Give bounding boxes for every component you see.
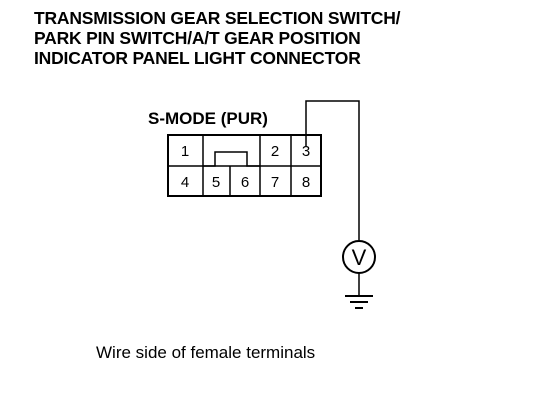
caption: Wire side of female terminals [96, 343, 316, 362]
terminal-2: 2 [271, 143, 279, 160]
title-line-1: TRANSMISSION GEAR SELECTION SWITCH/ [34, 8, 401, 28]
connector-lock-tab [203, 151, 260, 167]
terminal-6: 6 [241, 174, 249, 191]
terminal-7: 7 [271, 174, 279, 191]
ground-icon [345, 295, 373, 309]
terminal-3: 3 [302, 143, 310, 160]
title-line-2: PARK PIN SWITCH/A/T GEAR POSITION [34, 28, 361, 48]
terminal-8: 8 [302, 174, 310, 191]
wire-label: S-MODE (PUR) [148, 109, 268, 128]
title-line-3: INDICATOR PANEL LIGHT CONNECTOR [34, 48, 361, 68]
probe-wire [305, 100, 360, 240]
diagram-title: TRANSMISSION GEAR SELECTION SWITCH/ PARK… [34, 8, 554, 68]
terminal-5: 5 [212, 174, 220, 191]
terminal-4: 4 [181, 174, 189, 191]
voltmeter-symbol: V [352, 245, 367, 270]
voltmeter-icon: V [342, 240, 376, 274]
terminal-1: 1 [181, 143, 189, 160]
